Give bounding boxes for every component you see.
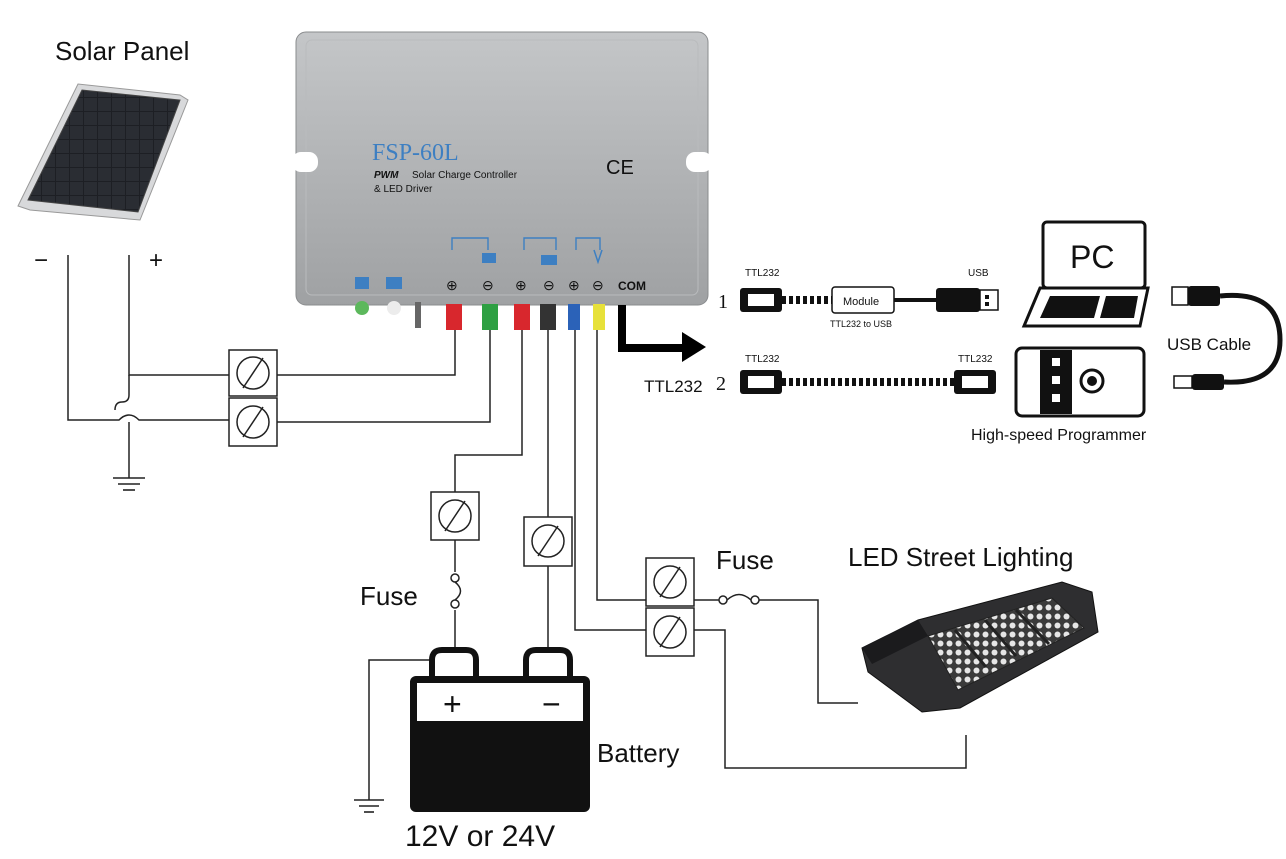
- usb-cable-icon: [1171, 286, 1283, 390]
- term-6-minus: ⊖: [592, 277, 604, 293]
- option-2-number: 2: [716, 373, 726, 395]
- option-2-right-label: TTL232: [958, 354, 993, 365]
- wire-stub-red-2: [514, 304, 530, 330]
- terminal-block-load-minus: [645, 607, 695, 657]
- load-bracket: [451, 237, 489, 250]
- battery-load-wires: [368, 330, 967, 800]
- term-4-minus: ⊖: [543, 277, 555, 293]
- fuse-led-icon: [718, 593, 760, 605]
- battery-voltage-label: 12V or 24V: [405, 820, 555, 853]
- controller-desc1: Solar Charge Controller: [412, 170, 518, 181]
- laptop-icon: [1021, 220, 1150, 328]
- terminal-blocks: [228, 349, 695, 657]
- controller-model: FSP-60L: [372, 140, 459, 166]
- module-label: Module: [843, 296, 879, 308]
- option-2-left-label: TTL232: [745, 354, 780, 365]
- com-label: COM: [618, 279, 646, 293]
- solar-indicator-icon: [355, 277, 369, 289]
- wire-stub-green: [482, 304, 498, 330]
- option-1-ttl-label: TTL232: [745, 268, 780, 279]
- fuse-led-label: Fuse: [716, 545, 774, 575]
- ttl232-connector-icon: [954, 370, 996, 394]
- term-1-plus: ⊕: [446, 277, 458, 293]
- battery-bracket: [523, 237, 557, 250]
- battery-indicator-icon: [386, 277, 402, 289]
- module-sub-label: TTL232 to USB: [830, 319, 892, 329]
- term-2-minus: ⊖: [482, 277, 494, 293]
- term-3-plus: ⊕: [515, 277, 527, 293]
- status-led-white: [387, 301, 401, 315]
- wire-stub-blue: [568, 304, 580, 330]
- terminal-block-solar-minus: [228, 397, 278, 447]
- controller-pwm: PWM: [374, 170, 399, 181]
- option-1-usb-label: USB: [968, 268, 989, 279]
- usb-connector-icon: [936, 288, 999, 312]
- ttl232-connector-icon: [740, 288, 782, 312]
- pc-label: PC: [1070, 239, 1114, 275]
- wire-stub-yellow: [593, 304, 605, 330]
- battery-label: Battery: [597, 738, 679, 768]
- programmer-icon: [1014, 346, 1146, 418]
- solar-panel-label: Solar Panel: [55, 36, 189, 66]
- charge-controller: FSP-60L PWM Solar Charge Controller & LE…: [292, 31, 712, 330]
- led-label: LED Street Lighting: [848, 542, 1073, 572]
- battery-icon: [541, 255, 557, 265]
- option-1-number: 1: [718, 291, 728, 313]
- led-street-light-icon: [861, 581, 1099, 713]
- wire-stub-grey: [415, 302, 421, 328]
- ground-icon-battery: [354, 799, 384, 813]
- programmer-label: High-speed Programmer: [971, 427, 1147, 444]
- status-led-green: [355, 301, 369, 315]
- ce-mark: CE: [606, 157, 634, 179]
- battery-plus-label: +: [443, 686, 462, 722]
- ttl232-main-label: TTL232: [644, 377, 703, 396]
- wire-stub-red-1: [446, 304, 462, 330]
- wire-stub-black: [540, 304, 556, 330]
- com-arrow: [618, 305, 706, 362]
- solar-plus-label: +: [149, 247, 163, 274]
- usb-cable-label: USB Cable: [1167, 335, 1251, 354]
- battery-minus-label: −: [542, 686, 561, 722]
- battery-icon-large: [410, 647, 590, 812]
- sensor-icon: [593, 249, 603, 265]
- terminal-block-solar-plus: [228, 349, 278, 397]
- terminal-block-battery-minus: [523, 516, 573, 567]
- fuse-battery-label: Fuse: [360, 581, 418, 611]
- ttl232-connector-icon: [740, 370, 782, 394]
- terminal-block-load-plus: [645, 557, 695, 607]
- load-icon: [482, 253, 496, 263]
- sensor-bracket: [575, 237, 601, 250]
- controller-desc2: & LED Driver: [374, 184, 433, 195]
- terminal-block-battery-plus: [430, 491, 480, 541]
- fuse-battery-icon: [450, 573, 462, 609]
- term-5-plus: ⊕: [568, 277, 580, 293]
- ground-icon: [113, 477, 145, 491]
- solar-panel-icon: [17, 83, 189, 221]
- solar-minus-label: −: [34, 247, 48, 274]
